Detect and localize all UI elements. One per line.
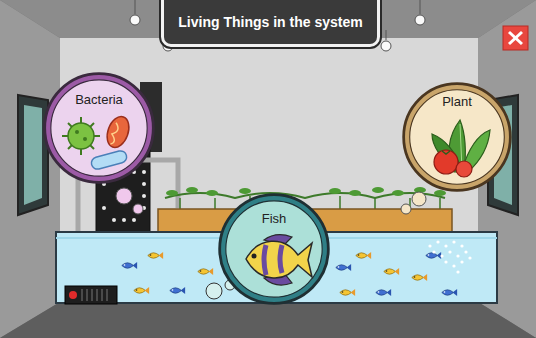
circle-ring (220, 195, 329, 304)
character-circle: Plant (402, 82, 512, 192)
character-circle: Fish (218, 193, 330, 305)
thought-bubbles (116, 188, 426, 299)
circle-label: Plant (402, 94, 512, 110)
bacteria-icon (43, 72, 155, 184)
window-glass (24, 105, 42, 205)
water-pump (65, 286, 117, 304)
circle-label: Bacteria (43, 92, 155, 108)
air-bubbles (428, 240, 471, 273)
circle-ring (45, 74, 154, 183)
character-circle: Bacteria (43, 72, 155, 184)
floor-strip (0, 302, 536, 338)
left-wall (0, 0, 60, 338)
close-button (503, 26, 528, 50)
ceiling-lamps (130, 0, 425, 51)
title-banner: Living Things in the system (161, 0, 380, 47)
window (18, 95, 48, 215)
angelfish-icon (218, 193, 330, 305)
circle-label: Fish (218, 211, 330, 227)
title-text: Living Things in the system (164, 0, 377, 44)
